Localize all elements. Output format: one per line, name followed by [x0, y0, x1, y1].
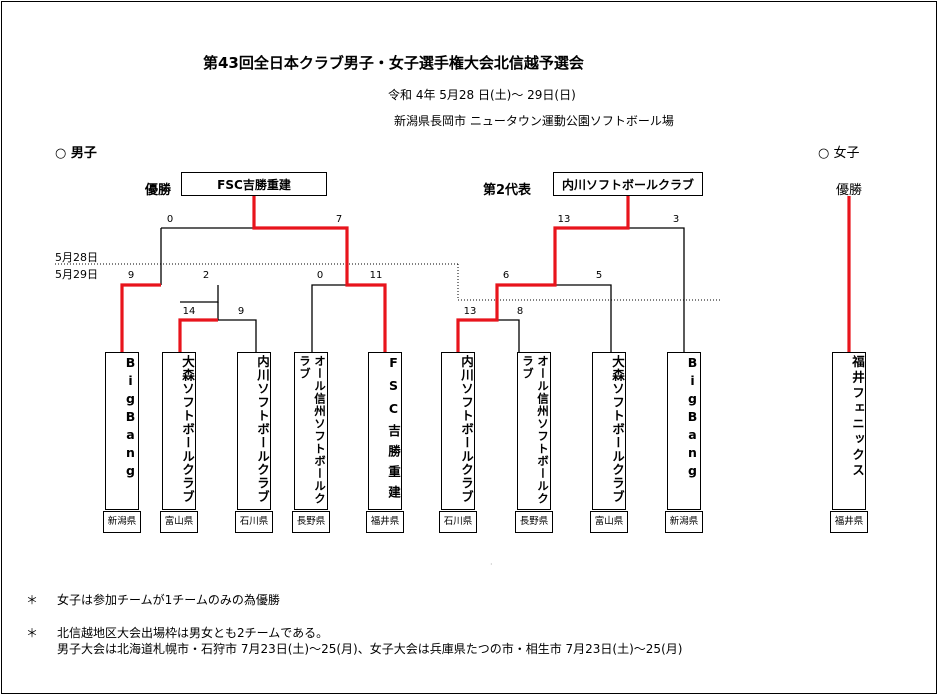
team-name: 内川ソフトボールクラブ: [459, 355, 474, 504]
win-line: [178, 318, 218, 352]
team-pref: 富山県: [160, 511, 198, 533]
score-sf1-left: 9: [127, 270, 135, 281]
day1-label: 5月28日: [55, 251, 98, 264]
note-marker: ＊: [26, 593, 39, 607]
women-champion-label: 優勝: [836, 183, 863, 198]
team-name: オール信州ソフトボールクラブ: [298, 355, 327, 505]
event-venue: 新潟県長岡市 ニュータウン運動公園ソフトボール場: [394, 114, 674, 128]
team-pref: 福井県: [366, 511, 404, 533]
team-pref: 石川県: [439, 511, 477, 533]
men-champion-label: 優勝: [145, 183, 172, 198]
team-pref: 長野県: [515, 511, 553, 533]
team-box: BigBang: [667, 352, 701, 510]
event-date: 令和 4年 5月28 日(土)～ 29日(日): [388, 88, 576, 102]
team-name: FSC吉勝重建: [386, 355, 401, 506]
team-pref: 長野県: [292, 511, 330, 533]
page-title: 第43回全日本クラブ男子・女子選手権大会北信越予選会: [203, 54, 584, 72]
team-box: FSC吉勝重建: [368, 352, 402, 510]
team-pref: 富山県: [590, 511, 628, 533]
team-box: 大森ソフトボールクラブ: [592, 352, 626, 510]
women-section-label: ○ 女子: [818, 146, 860, 161]
score-sf2-right: 5: [595, 270, 603, 281]
team-name: 大森ソフトボールクラブ: [610, 355, 625, 504]
win-line: [120, 283, 161, 352]
team-pref: 福井県: [830, 511, 868, 533]
team-box: 内川ソフトボールクラブ: [441, 352, 475, 510]
team-name: オール信州ソフトボールクラブ: [521, 355, 550, 505]
bracket-line: [555, 284, 612, 352]
bracket-line: [628, 227, 685, 352]
team-box: オール信州ソフトボールクラブ: [294, 352, 328, 510]
men-champion-box: FSC吉勝重建: [181, 172, 327, 196]
note-quota: 北信越地区大会出場枠は男女とも2チームである。: [57, 626, 329, 640]
day2-label: 5月29日: [55, 268, 98, 281]
separator-dot: ·: [490, 560, 493, 569]
team-box: オール信州ソフトボールクラブ: [517, 352, 551, 510]
team-pref: 新潟県: [103, 511, 141, 533]
men-second-box: 内川ソフトボールクラブ: [553, 172, 703, 196]
score-qf2-right: 11: [369, 270, 383, 281]
score-qf2-left: 0: [316, 270, 324, 281]
men-second-label: 第2代表: [483, 183, 532, 198]
win-line: [252, 196, 387, 352]
score-qf1-right: 9: [237, 306, 245, 317]
team-pref: 新潟県: [665, 511, 703, 533]
men-section-label: ○ 男子: [55, 146, 97, 161]
score-final-left: 0: [166, 214, 174, 225]
note-women: 女子は参加チームが1チームのみの為優勝: [57, 593, 280, 607]
score-qf3-left: 13: [463, 306, 477, 317]
score-final-right: 7: [335, 214, 343, 225]
score-final2-right: 3: [672, 214, 680, 225]
score-sf2-left: 6: [502, 270, 510, 281]
team-pref: 石川県: [235, 511, 273, 533]
team-box: 大森ソフトボールクラブ: [162, 352, 196, 510]
score-sf1-right: 2: [202, 270, 210, 281]
bracket-line: [497, 319, 520, 352]
bracket-line: [217, 302, 257, 352]
note-venues: 男子大会は北海道札幌市・石狩市 7月23日(土)～25(月)、女子大会は兵庫県た…: [57, 642, 683, 656]
note-marker: ＊: [26, 626, 39, 640]
team-box: 内川ソフトボールクラブ: [237, 352, 271, 510]
women-team-box: 福井フェニックス: [832, 352, 866, 510]
score-qf3-right: 8: [516, 306, 524, 317]
team-name: BigBang: [685, 355, 700, 481]
team-box: BigBang: [105, 352, 139, 510]
team-name: BigBang: [123, 355, 138, 481]
team-name: 大森ソフトボールクラブ: [180, 355, 195, 504]
bracket-line: [180, 285, 219, 303]
win-line: [456, 196, 630, 352]
team-name: 内川ソフトボールクラブ: [255, 355, 270, 504]
team-name: 福井フェニックス: [850, 355, 865, 479]
bracket-line: [311, 284, 347, 352]
score-final2-left: 13: [557, 214, 571, 225]
score-qf1-left: 14: [182, 306, 196, 317]
